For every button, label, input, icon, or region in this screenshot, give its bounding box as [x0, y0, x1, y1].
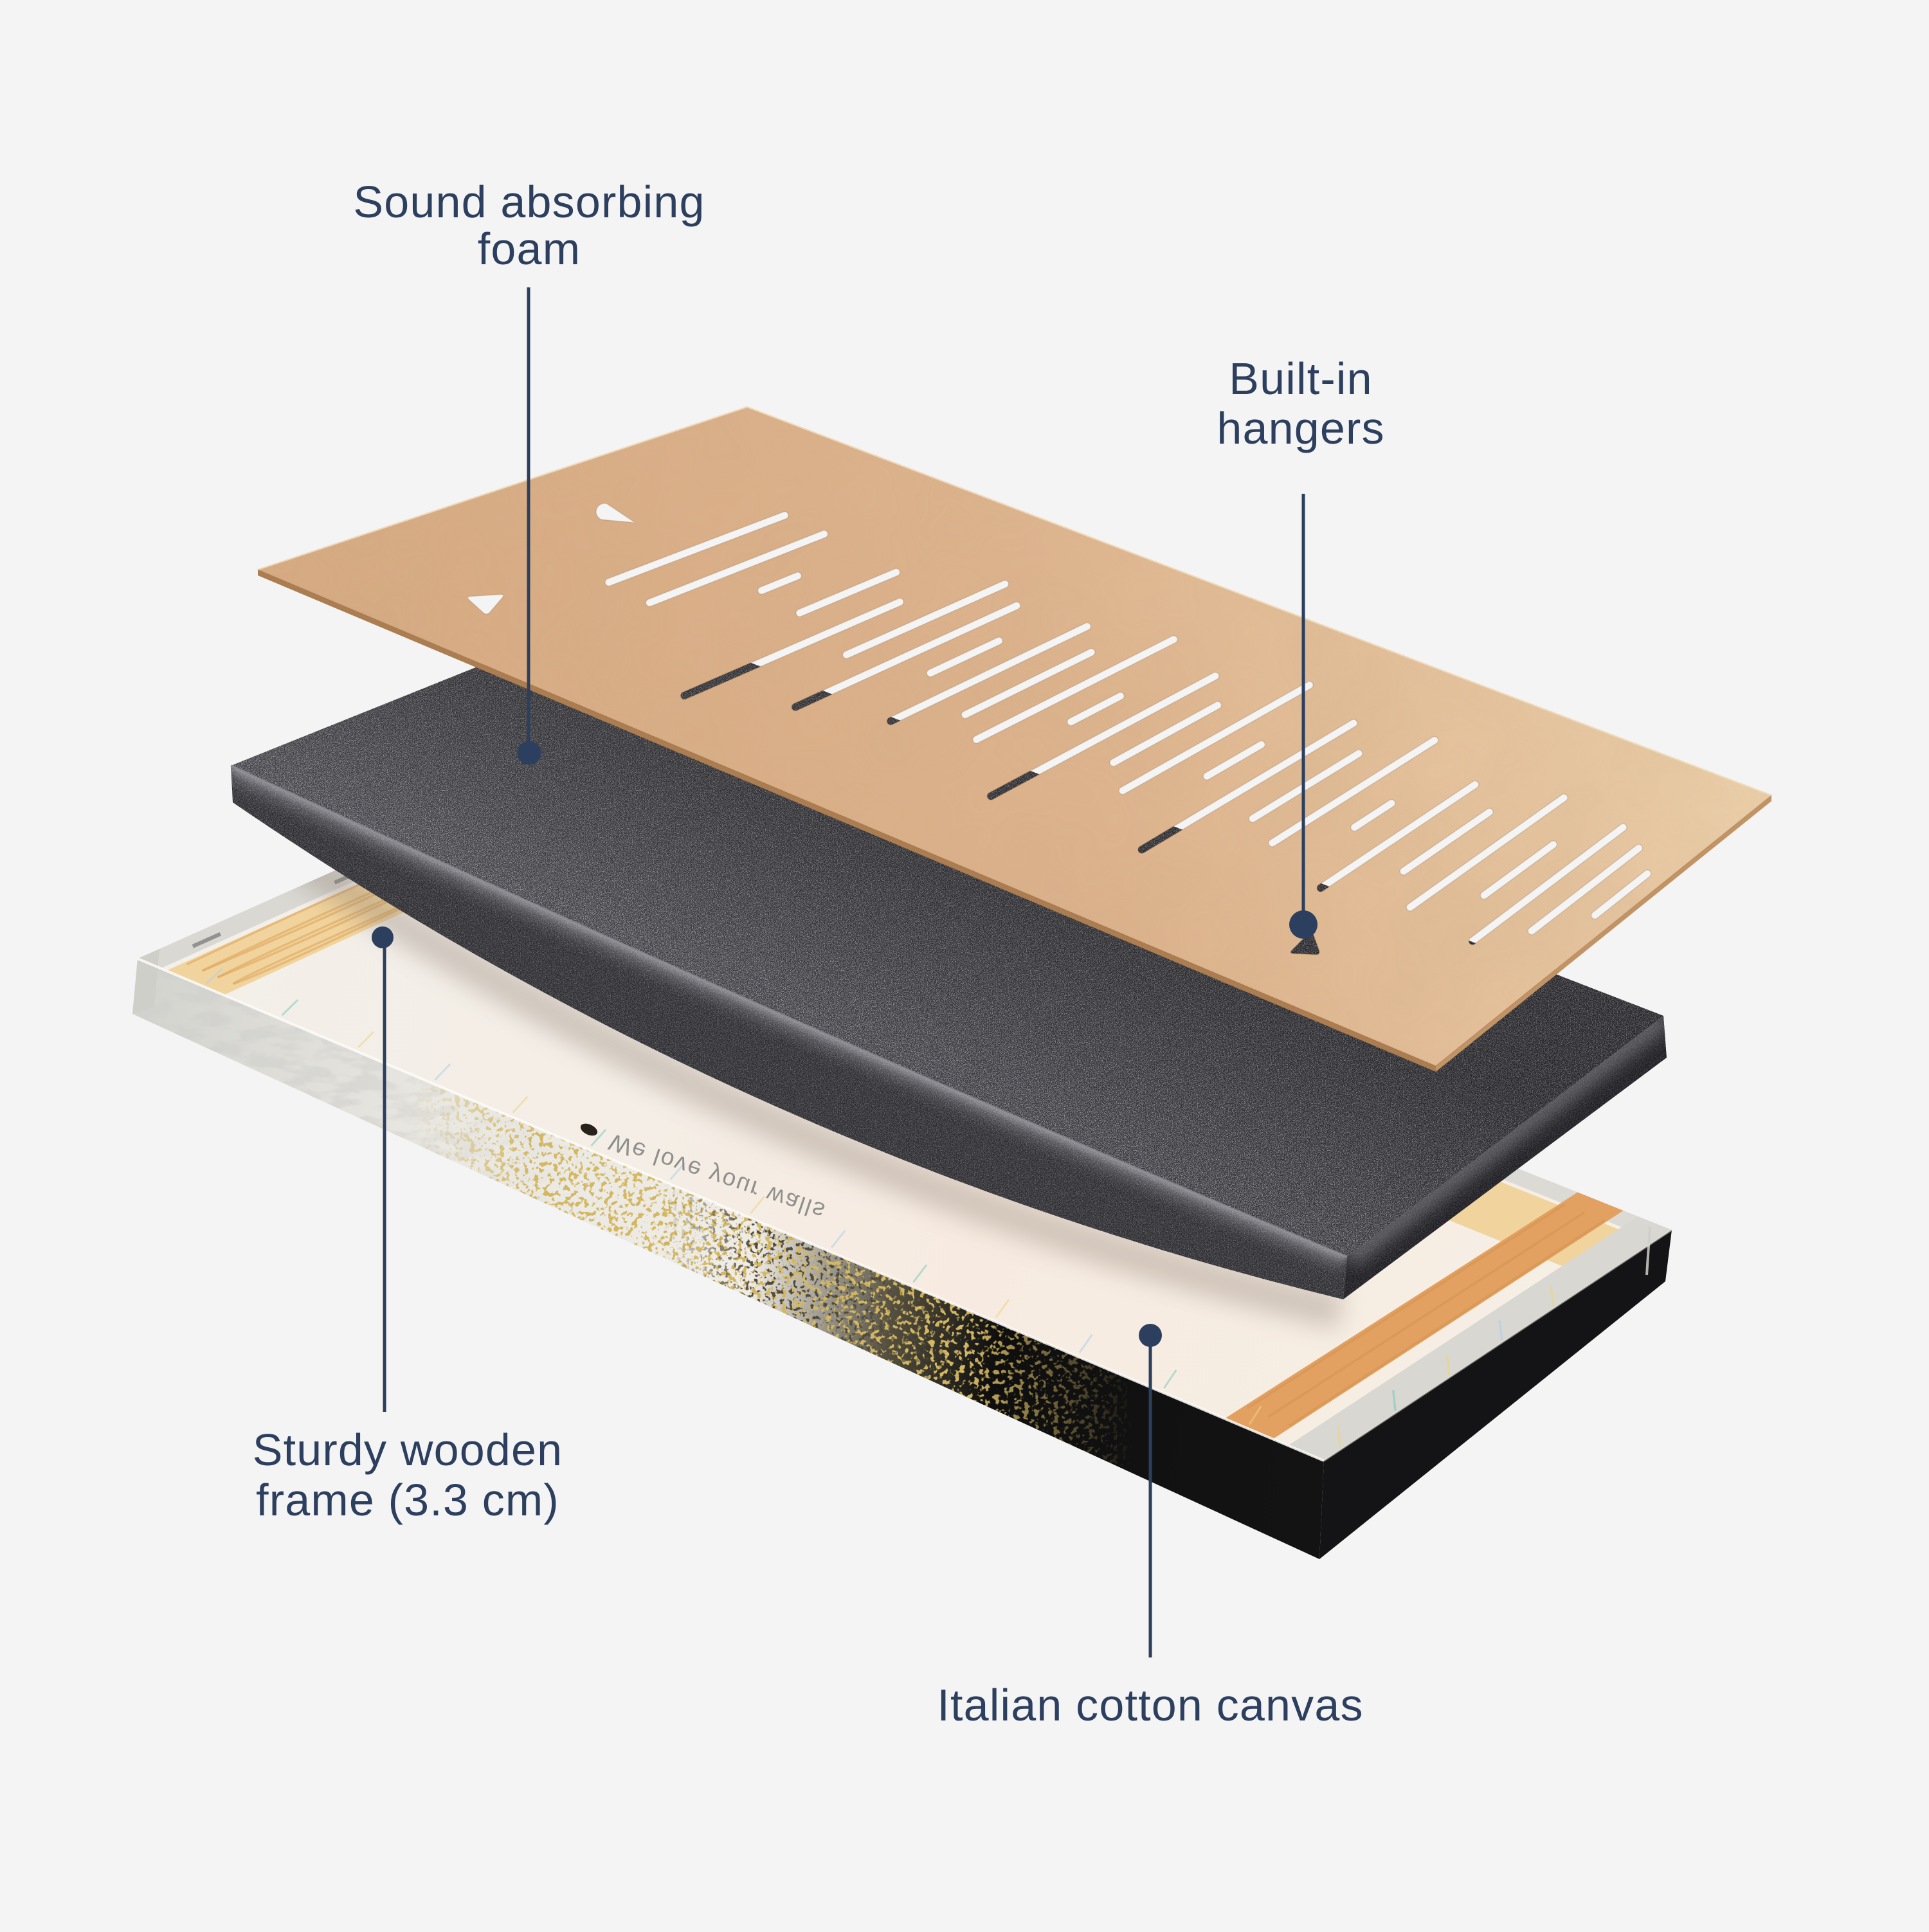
svg-text:frame (3.3 cm): frame (3.3 cm): [256, 1475, 559, 1525]
svg-text:Italian cotton canvas: Italian cotton canvas: [937, 1680, 1363, 1730]
svg-text:hangers: hangers: [1217, 403, 1384, 453]
svg-text:Sound absorbing: Sound absorbing: [353, 177, 705, 227]
svg-text:foam: foam: [478, 224, 581, 274]
svg-text:Built-in: Built-in: [1229, 354, 1373, 404]
svg-text:Sturdy wooden: Sturdy wooden: [253, 1425, 563, 1475]
